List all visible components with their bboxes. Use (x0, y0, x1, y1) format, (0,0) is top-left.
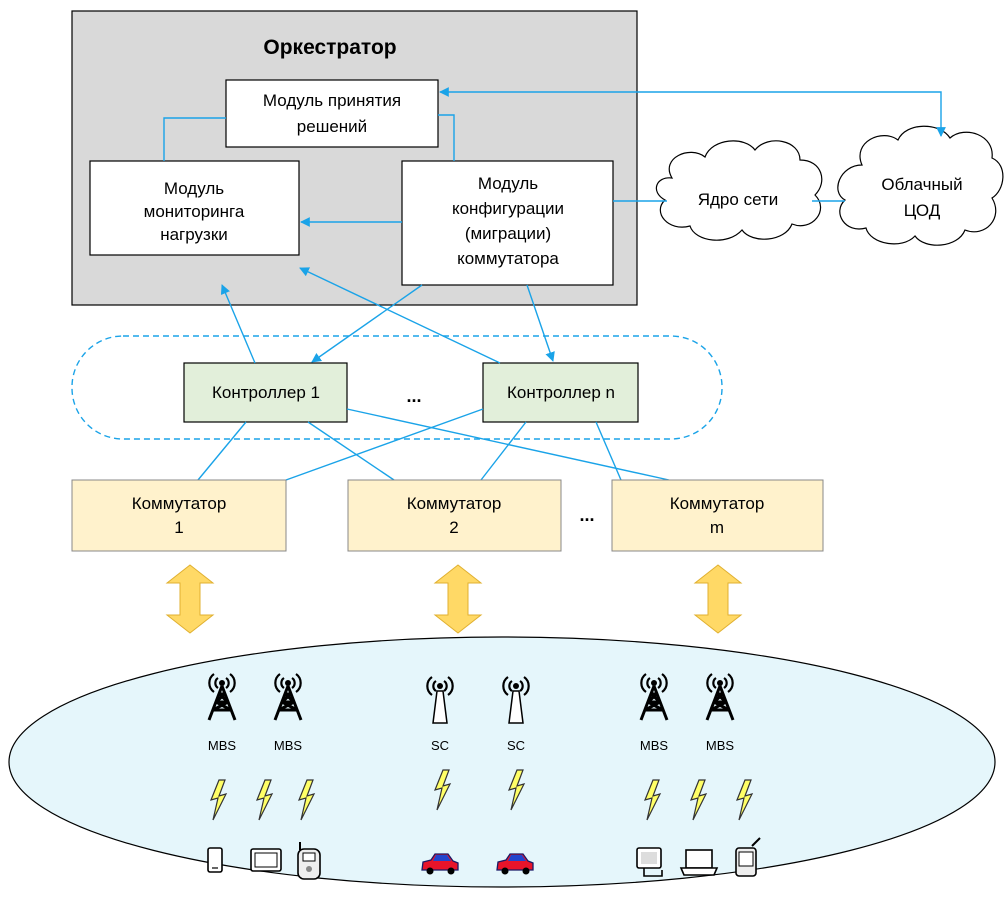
switch-1-box (71, 479, 287, 552)
cloud-datacenter-label-line2: ЦОД (904, 201, 941, 220)
decision-module-label-line2: решений (297, 117, 367, 136)
switch-m-label-line1: Коммутатор (670, 494, 765, 513)
cloud-datacenter-label-line1: Облачный (881, 175, 962, 194)
updown-arrow-m-icon (694, 564, 742, 634)
controller-cluster-boundary (71, 335, 723, 440)
connector-cn-sm (595, 421, 622, 481)
updown-arrow-2-icon (434, 564, 482, 634)
config-module-label-line1: Модуль (478, 174, 538, 193)
mbs-label-1: MBS (208, 738, 237, 753)
monitoring-module-box (89, 160, 300, 256)
switches-ellipsis: ... (579, 505, 594, 525)
config-module-box (401, 160, 614, 286)
connector-decision-monitoring (163, 117, 226, 161)
config-module-label-line3: (миграции) (465, 224, 551, 243)
monitoring-module-label-line1: Модуль (164, 179, 224, 198)
config-module-label-line4: коммутатора (457, 249, 559, 268)
connector-controller1-monitoring (220, 284, 256, 364)
connector-cn-s2 (480, 421, 527, 481)
core-network-cloud (655, 140, 823, 241)
connector-c1-s2 (307, 421, 395, 481)
switch-2-box (347, 479, 562, 552)
mobile-phone-icon (297, 842, 321, 880)
smartphone-icon (207, 847, 223, 873)
switch-m-box (611, 479, 824, 552)
tablet-icon (250, 848, 282, 872)
connector-config-controllern (526, 284, 555, 362)
switch-m-label-line2: m (710, 518, 724, 537)
switch-1-label-line2: 1 (174, 518, 183, 537)
controller-1-label: Контроллер 1 (212, 383, 320, 402)
orchestrator-title: Оркестратор (263, 36, 396, 59)
radio-access-network-area (8, 636, 996, 888)
connector-config-controller1 (311, 284, 423, 363)
monitoring-module-label-line2: мониторинга (144, 202, 245, 221)
decision-module-box (225, 79, 439, 148)
controller-n-label: Контроллер n (507, 383, 615, 402)
laptop-icon (679, 849, 719, 876)
updown-arrow-1-icon (166, 564, 214, 634)
mbs-label-3: MBS (640, 738, 669, 753)
controllers-ellipsis: ... (406, 386, 421, 406)
controller-n-box (482, 362, 639, 423)
pda-icon (735, 837, 761, 877)
config-module-label-line2: конфигурации (452, 199, 564, 218)
controller-1-box (183, 362, 348, 423)
switch-2-label-line2: 2 (449, 518, 458, 537)
connector-c1-s1 (197, 421, 247, 481)
core-network-label: Ядро сети (698, 190, 779, 209)
monitoring-module-label-line3: нагрузки (160, 225, 228, 244)
switch-2-label-line1: Коммутатор (407, 494, 502, 513)
connector-cn-s1 (285, 408, 484, 481)
connector-decision-datacenter (439, 87, 946, 137)
sc-label-2: SC (507, 738, 525, 753)
decision-module-label-line1: Модуль принятия (263, 91, 401, 110)
sc-label-1: SC (431, 738, 449, 753)
switch-1-label-line1: Коммутатор (132, 494, 227, 513)
mbs-label-2: MBS (274, 738, 303, 753)
mbs-label-4: MBS (706, 738, 735, 753)
connector-controllern-monitoring (299, 267, 501, 364)
desktop-computer-icon (636, 847, 663, 877)
